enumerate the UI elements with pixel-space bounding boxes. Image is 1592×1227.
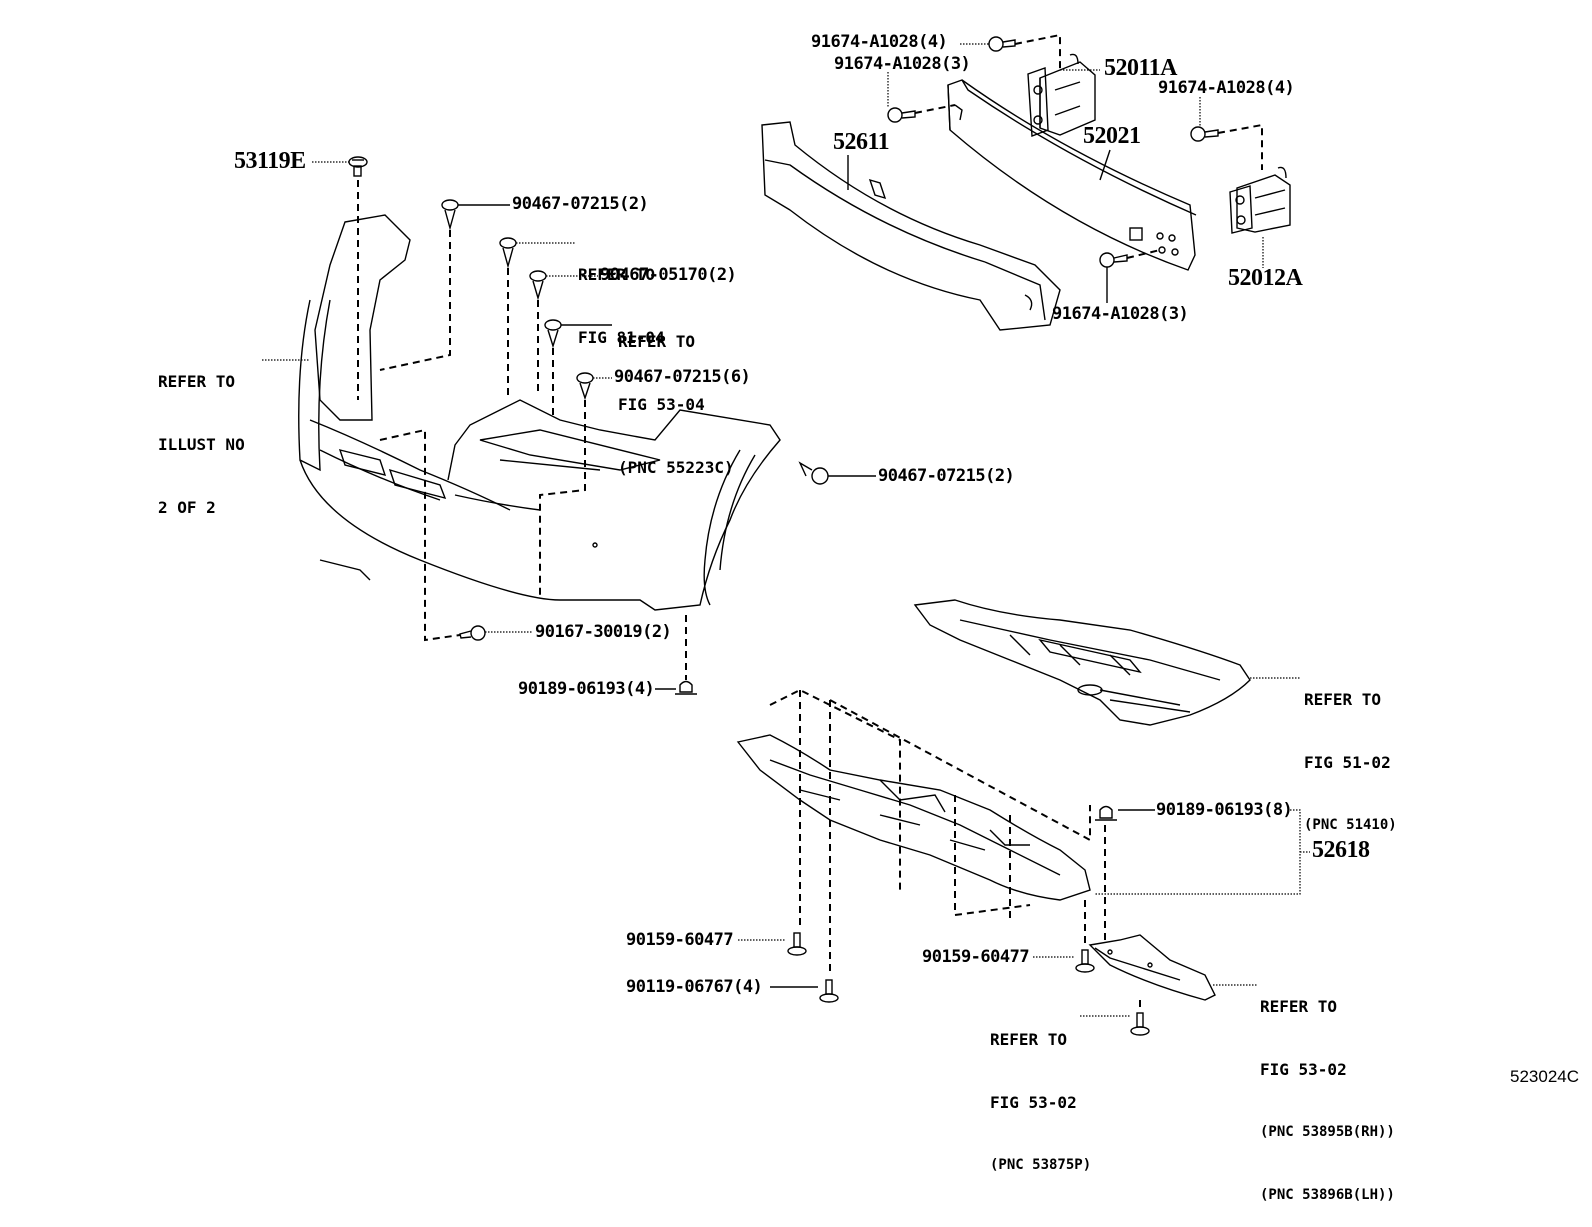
reference-text: ILLUST NO [158, 435, 245, 454]
part-label-90167-30019: 90167-30019(2) [535, 622, 672, 642]
part-label-90119-06767: 90119-06767(4) [626, 977, 763, 997]
parts-diagram: 91674-A1028(4) 91674-A1028(3) 52011A 916… [158, 32, 1580, 1203]
screw-icon [348, 156, 368, 177]
screw-icon [459, 625, 486, 641]
reference-fig-53-02-right: REFER TO FIG 53-02 (PNC 53895B(RH)) (PNC… [1260, 954, 1395, 1227]
reference-text: FIG 51-02 [1304, 753, 1391, 772]
clip-icon [441, 199, 459, 231]
clip-icon [798, 461, 829, 485]
reference-text: FIG 53-02 [1260, 1060, 1347, 1079]
bumper-cover-drawing [298, 214, 781, 611]
part-label-91674-a1028: 91674-A1028(3) [1052, 304, 1189, 324]
part-label-91674-a1028: 91674-A1028(4) [1158, 78, 1295, 98]
reference-text: REFER TO [990, 1030, 1068, 1049]
part-label-91674-a1028: 91674-A1028(3) [834, 54, 971, 74]
part-label-52611: 52611 [833, 129, 890, 155]
part-label-90467-07215: 90467-07215(2) [512, 194, 649, 214]
bolt-icon [819, 979, 839, 1003]
clip-icon [576, 372, 594, 401]
reference-text: (PNC 53895B(RH)) [1260, 1124, 1395, 1140]
bolt-icon [1075, 949, 1095, 973]
part-label-52011a: 52011A [1104, 55, 1178, 81]
assembly-lines [357, 33, 1263, 1010]
part-label-90467-07215: 90467-07215(6) [614, 367, 751, 387]
part-label-91674-a1028: 91674-A1028(4) [811, 32, 948, 52]
clip-icon [544, 319, 562, 349]
reference-text: REFER TO [1260, 997, 1338, 1016]
part-label-90467-05170: 90467-05170(2) [600, 265, 737, 285]
bumper-reinforcement-drawing [947, 79, 1197, 271]
part-label-52012a: 52012A [1228, 265, 1303, 291]
illustration-code: 523024C [1510, 1067, 1580, 1086]
diagram-drawing [262, 33, 1310, 1036]
reference-text: (PNC 53875P) [990, 1157, 1092, 1173]
reference-text: FIG 53-04 [618, 395, 705, 414]
side-shield-drawing [1088, 934, 1216, 1001]
part-label-52021: 52021 [1083, 123, 1141, 149]
reference-illust-2-of-2: REFER TO ILLUST NO 2 OF 2 [158, 329, 245, 539]
bumper-arm-right-drawing [1027, 53, 1096, 137]
part-label-90189-06193: 90189-06193(4) [518, 679, 655, 699]
reference-fig-53-02-bottom: REFER TO FIG 53-02 (PNC 53875P) [990, 987, 1091, 1197]
part-label-90159-60477: 90159-60477 [626, 930, 734, 950]
bolt-icon [787, 932, 807, 956]
reference-text: (PNC 55223C) [618, 458, 734, 477]
part-label-90467-07215: 90467-07215(2) [878, 466, 1015, 486]
bolt-icon [887, 107, 916, 123]
nut-icon [1095, 805, 1117, 821]
clip-icon [499, 237, 517, 269]
leader-lines [262, 43, 1310, 1017]
reference-text: REFER TO [158, 372, 236, 391]
part-label-53119e: 53119E [234, 148, 306, 174]
front-under-cover-drawing [736, 734, 1091, 901]
part-label-90189-06193: 90189-06193(8) [1156, 800, 1293, 820]
reference-text: FIG 53-02 [990, 1093, 1077, 1112]
reference-text: 2 OF 2 [158, 498, 216, 517]
clip-icon [529, 270, 547, 301]
energy-absorber-drawing [761, 121, 1061, 331]
reference-text: REFER TO [1304, 690, 1382, 709]
reference-text: (PNC 51410) [1304, 817, 1397, 833]
reference-text: FIG 81-04 [578, 328, 665, 347]
reference-fig-53-04: REFER TO FIG 53-04 (PNC 55223C) [618, 289, 734, 499]
bolt-icon [1099, 252, 1128, 268]
bolt-icon [988, 36, 1016, 52]
part-label-90159-60477: 90159-60477 [922, 947, 1030, 967]
reference-text: REFER TO [578, 265, 656, 284]
nut-icon [675, 680, 697, 695]
bolt-icon [1130, 1012, 1150, 1036]
reference-fig-81-04: REFER TO FIG 81-04 [578, 222, 665, 369]
reference-text: (PNC 53896B(LH)) [1260, 1187, 1395, 1203]
reference-text: REFER TO [618, 332, 696, 351]
part-label-52618: 52618 [1312, 837, 1370, 863]
engine-under-cover-drawing [913, 599, 1251, 726]
bolt-icon [1190, 126, 1219, 142]
bumper-arm-left-drawing [1229, 166, 1291, 234]
fastener-icons [348, 36, 1219, 1036]
reference-fig-51-02: REFER TO FIG 51-02 (PNC 51410) [1304, 647, 1397, 857]
